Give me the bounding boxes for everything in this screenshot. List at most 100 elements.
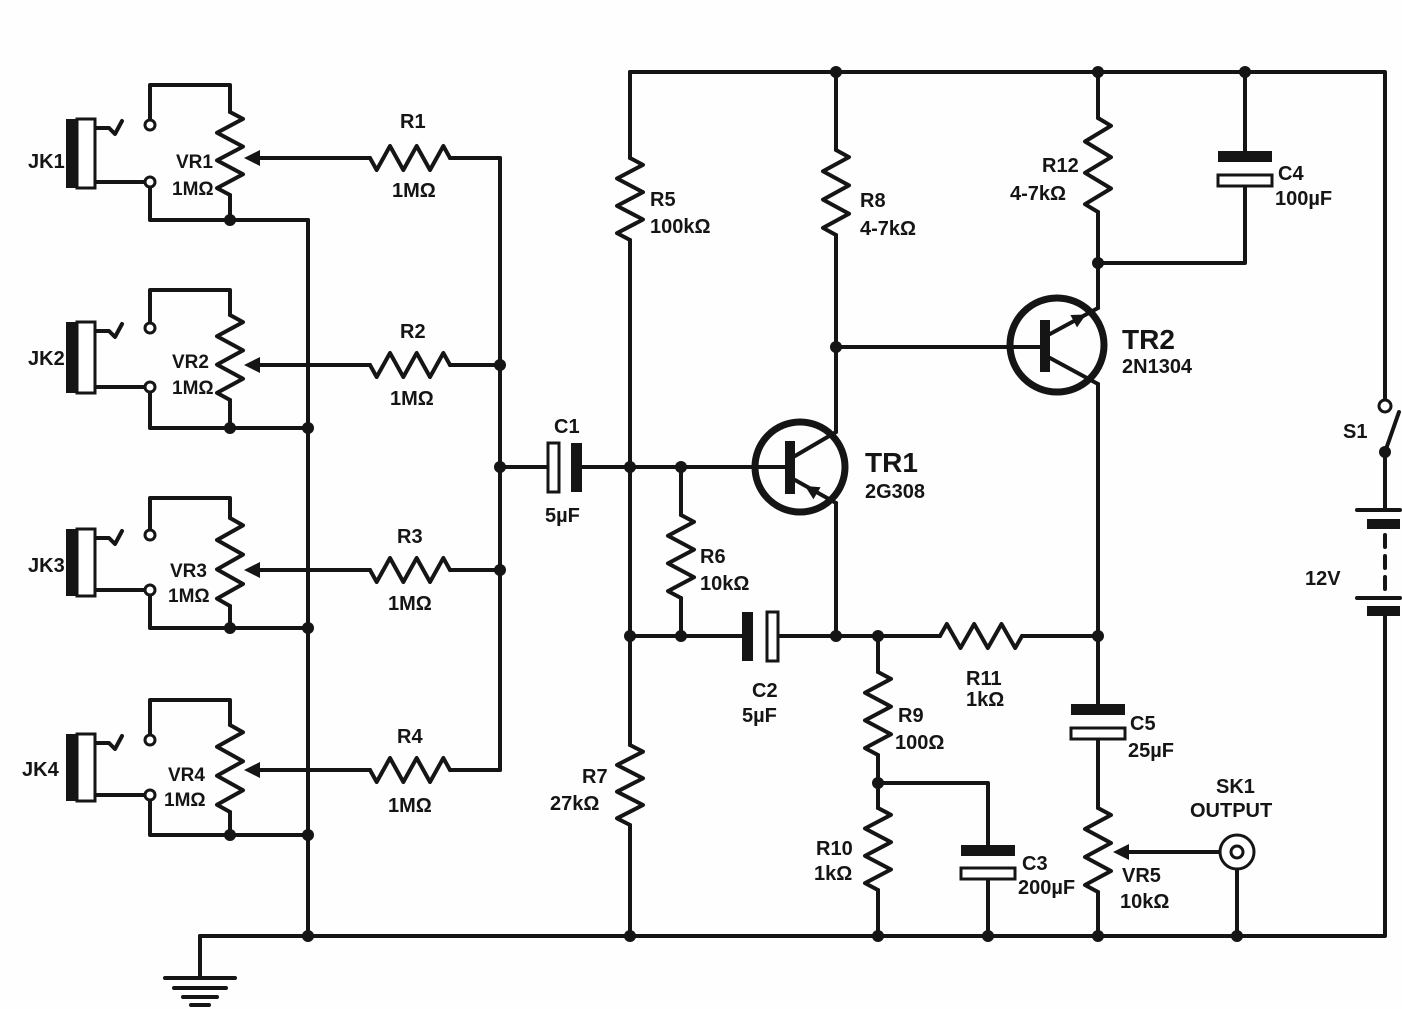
socket-sk1-label: SK1 — [1216, 776, 1255, 798]
jack-jk4-label: JK4 — [22, 759, 60, 781]
junction-dot — [830, 630, 842, 642]
resistor-r12-label: R12 — [1042, 155, 1079, 177]
junction-dot — [1092, 257, 1104, 269]
pot-vr4-value: 1MΩ — [164, 790, 206, 811]
junction-dot — [302, 422, 314, 434]
jack-jk2-switch-terminal — [143, 321, 157, 335]
resistor-r8 — [821, 148, 851, 237]
resistor-r5-value: 100kΩ — [650, 216, 711, 238]
junction-dot — [624, 630, 636, 642]
wire — [1096, 184, 1247, 265]
resistor-r6 — [666, 513, 696, 600]
wire — [148, 798, 232, 837]
transistor-tr1-collector — [793, 430, 838, 458]
jack-jk4-body — [75, 732, 97, 803]
capacitor-c5-plate — [1071, 704, 1125, 715]
jack-jk2-switch-terminal — [143, 380, 157, 394]
transistor-tr2-base — [1040, 320, 1050, 372]
potentiometer-vr5-label: VR5 — [1122, 865, 1161, 887]
socket-sk1-caption: OUTPUT — [1190, 800, 1272, 822]
junction-dot — [1239, 66, 1251, 78]
junction-dot — [494, 564, 506, 576]
capacitor-c2-value: 5µF — [742, 705, 777, 727]
pot-vr1-label: VR1 — [176, 152, 213, 173]
capacitor-c1-plate — [571, 443, 582, 492]
capacitor-c4-plate — [1216, 173, 1274, 188]
switch-s1-label: S1 — [1343, 421, 1367, 443]
capacitor-c3-plate — [959, 866, 1017, 881]
wire — [148, 288, 232, 325]
resistor-r2 — [368, 351, 452, 379]
junction-dot — [224, 622, 236, 634]
potentiometer-vr5-value: 10kΩ — [1120, 891, 1169, 913]
jack-jk4-switch-terminal — [143, 733, 157, 747]
junction-dot — [302, 622, 314, 634]
transistor-tr1-label: TR1 — [865, 447, 918, 478]
resistor-r6-label: R6 — [700, 546, 726, 568]
jack-jk3-body — [75, 527, 97, 598]
junction-dot — [675, 461, 687, 473]
resistor-r7-label: R7 — [582, 766, 608, 788]
transistor-tr1-arrow — [805, 486, 821, 500]
transistor-tr1-type: 2G308 — [865, 481, 925, 503]
labels: JK1 VR1 1MΩ R1 1MΩ JK2 VR2 1MΩ R2 1MΩ JK… — [22, 111, 1367, 913]
transistor-tr1-case — [751, 418, 849, 516]
vr3-wiper-arrow — [244, 562, 260, 578]
resistor-r4-label: R4 — [397, 726, 423, 748]
wire — [628, 70, 1387, 402]
capacitor-c4-plate — [1218, 151, 1272, 162]
vr2-wiper-arrow — [244, 357, 260, 373]
transistor-tr2-type: 2N1304 — [1122, 356, 1193, 378]
wire — [198, 614, 1387, 938]
junction-dot — [494, 359, 506, 371]
jack-jk3-tip-contact — [94, 529, 124, 546]
jack-jk1-switch-terminal — [143, 118, 157, 132]
transistor-tr2-lower-lead — [1048, 356, 1100, 386]
capacitor-c1-value: 5µF — [545, 505, 580, 527]
wire — [148, 83, 232, 122]
resistor-r8-value: 4-7kΩ — [860, 218, 916, 240]
wire — [148, 698, 232, 737]
battery-plate — [1367, 519, 1400, 529]
junction-dot — [675, 630, 687, 642]
resistor-r1-label: R1 — [400, 111, 426, 133]
battery-plate — [1367, 606, 1400, 616]
pot-vr3-label: VR3 — [170, 561, 207, 582]
capacitor-c4-label: C4 — [1278, 163, 1304, 185]
junction-dot — [224, 214, 236, 226]
potentiometer-vr4 — [215, 723, 245, 814]
potentiometer-vr3 — [215, 516, 245, 608]
pot-vr2-label: VR2 — [172, 352, 209, 373]
potentiometer-vr1 — [215, 110, 245, 197]
junction-dot — [624, 930, 636, 942]
junction-dot — [302, 930, 314, 942]
resistor-r3 — [368, 556, 452, 584]
junction-dot — [1092, 630, 1104, 642]
resistor-r1-value: 1MΩ — [392, 180, 436, 202]
junction-dot — [1092, 66, 1104, 78]
transistor-tr2-arrow — [1070, 314, 1086, 328]
resistor-r10 — [863, 806, 893, 892]
switch-s1-terminal — [1377, 398, 1393, 414]
junction-dot — [624, 461, 636, 473]
jack-jk4-tip-contact — [94, 734, 124, 751]
jack-jk1-switch-terminal — [143, 175, 157, 189]
potentiometer-vr5 — [1083, 806, 1113, 894]
resistor-r3-label: R3 — [397, 526, 423, 548]
junction-dot — [830, 66, 842, 78]
jack-jk3-label: JK3 — [28, 555, 65, 577]
resistor-r5 — [615, 156, 645, 242]
transistor-tr1-base — [785, 441, 795, 494]
components — [66, 110, 1402, 1007]
pot-vr2-value: 1MΩ — [172, 378, 214, 399]
jack-jk2-sleeve — [66, 322, 77, 393]
capacitor-c2-plate — [765, 610, 780, 663]
jack-jk2-label: JK2 — [28, 348, 65, 370]
jack-jk1-body — [75, 117, 97, 190]
vr4-wiper-arrow — [244, 762, 260, 778]
capacitor-c3-label: C3 — [1022, 853, 1048, 875]
jack-jk3-sleeve — [66, 529, 77, 596]
junction-dot — [982, 930, 994, 942]
resistor-r12 — [1083, 116, 1113, 214]
